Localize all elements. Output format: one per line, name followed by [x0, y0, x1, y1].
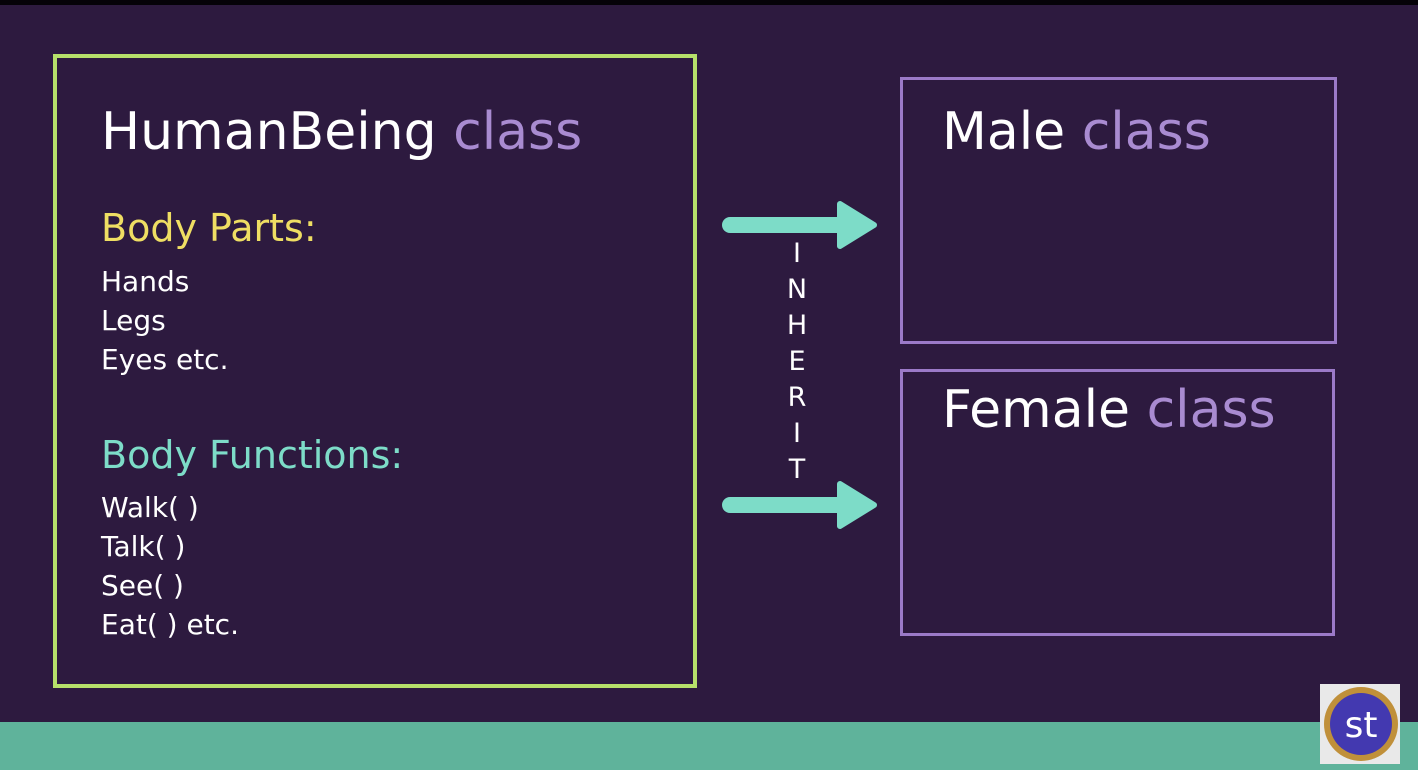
body-functions-list: Walk( ) Talk( ) See( ) Eat( ) etc.: [101, 488, 239, 644]
male-class-keyword: class: [1081, 102, 1211, 162]
bottom-bar: [0, 722, 1418, 770]
humanbeing-class-box: [53, 54, 697, 688]
inherit-letter: E: [788, 346, 806, 377]
humanbeing-class-title: HumanBeing class: [101, 106, 582, 158]
body-function-item: Walk( ): [101, 491, 199, 524]
inherit-vertical-label: I N H E R I T: [782, 236, 812, 488]
body-part-item: Eyes etc.: [101, 343, 229, 376]
logo-text: st: [1344, 705, 1378, 746]
body-parts-list: Hands Legs Eyes etc.: [101, 262, 228, 379]
body-function-item: Talk( ): [101, 530, 186, 563]
body-parts-heading: Body Parts:: [101, 206, 317, 250]
male-class-box: [900, 77, 1337, 344]
humanbeing-class-name: HumanBeing: [101, 102, 437, 162]
female-class-title: Female class: [942, 384, 1276, 436]
humanbeing-class-keyword: class: [453, 102, 583, 162]
body-part-item: Hands: [101, 265, 190, 298]
female-class-box: [900, 369, 1335, 636]
female-class-name: Female: [942, 380, 1131, 440]
top-edge: [0, 0, 1418, 5]
body-function-item: Eat( ) etc.: [101, 608, 239, 641]
inherit-letter: N: [786, 274, 808, 305]
logo-ring: st: [1324, 687, 1398, 761]
logo-circle: st: [1330, 693, 1392, 755]
male-class-title: Male class: [942, 106, 1211, 158]
body-function-item: See( ): [101, 569, 184, 602]
inherit-letter: I: [793, 418, 801, 449]
inherit-arrow-to-male-icon: [722, 201, 877, 249]
inherit-letter: H: [786, 310, 808, 341]
inherit-letter: I: [793, 238, 801, 269]
female-class-keyword: class: [1146, 380, 1276, 440]
inherit-letter: T: [788, 454, 806, 485]
inherit-arrow-to-female-icon: [722, 481, 877, 529]
inherit-letter: R: [787, 382, 807, 413]
body-functions-heading: Body Functions:: [101, 433, 404, 477]
body-part-item: Legs: [101, 304, 166, 337]
male-class-name: Male: [942, 102, 1066, 162]
channel-logo: st: [1320, 684, 1400, 764]
